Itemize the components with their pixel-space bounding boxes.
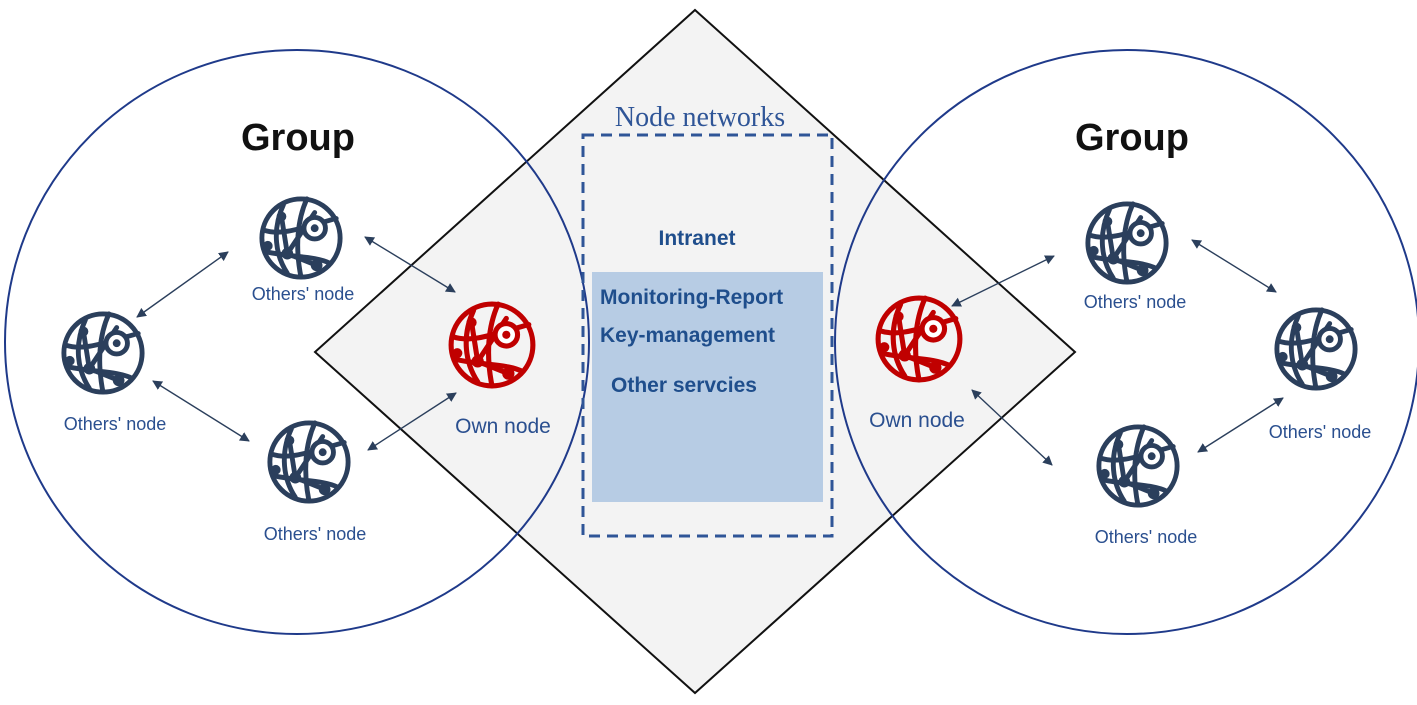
arrow-left-mid-to-left-top xyxy=(136,251,229,318)
arrow-right-top-to-right-far xyxy=(1191,239,1277,293)
node-label: Others' node xyxy=(264,524,367,544)
services-panel xyxy=(592,272,823,502)
service-monitoring-report: Monitoring-Report xyxy=(600,286,783,309)
node-label: Others' node xyxy=(1095,527,1198,547)
service-other-services: Other servcies xyxy=(611,374,757,397)
arrow-right-own-to-right-bottom xyxy=(971,389,1053,466)
left-others-node-mid: Others' node xyxy=(64,314,167,434)
globe-network-icon xyxy=(270,423,348,501)
right-others-node-top: Others' node xyxy=(1084,204,1187,312)
right-own-node: Own node xyxy=(869,298,965,432)
own-node-label: Own node xyxy=(869,409,965,432)
globe-network-icon xyxy=(1277,310,1355,388)
node-label: Others' node xyxy=(1269,422,1372,442)
left-others-node-bottom: Others' node xyxy=(264,423,367,544)
right-others-node-far: Others' node xyxy=(1269,310,1372,442)
left-group-circle xyxy=(4,49,590,635)
intranet-label: Intranet xyxy=(658,227,735,250)
service-key-management: Key-management xyxy=(600,324,775,347)
right-group-title: Group xyxy=(1075,117,1189,159)
node-networks-title: Node networks xyxy=(615,102,785,133)
globe-network-icon xyxy=(262,199,340,277)
right-others-node-bottom: Others' node xyxy=(1095,427,1198,547)
globe-network-icon xyxy=(1088,204,1166,282)
arrow-left-top-others-to-left-own xyxy=(364,236,456,293)
left-own-node: Own node xyxy=(451,304,551,438)
arrow-right-bottom-to-right-far xyxy=(1197,397,1284,453)
own-node-label: Own node xyxy=(455,415,551,438)
globe-network-icon xyxy=(64,314,142,392)
node-label: Others' node xyxy=(252,284,355,304)
arrow-right-own-to-right-top xyxy=(951,255,1055,307)
node-label: Others' node xyxy=(1084,292,1187,312)
node-label: Others' node xyxy=(64,414,167,434)
globe-network-icon xyxy=(1099,427,1177,505)
left-group-title: Group xyxy=(241,117,355,159)
right-group-circle xyxy=(834,49,1417,635)
arrow-left-mid-to-left-bottom xyxy=(152,380,250,442)
node-networks-box xyxy=(581,133,834,538)
arrow-left-bottom-others-to-left-own xyxy=(367,392,457,451)
left-others-node-top: Others' node xyxy=(252,199,355,304)
